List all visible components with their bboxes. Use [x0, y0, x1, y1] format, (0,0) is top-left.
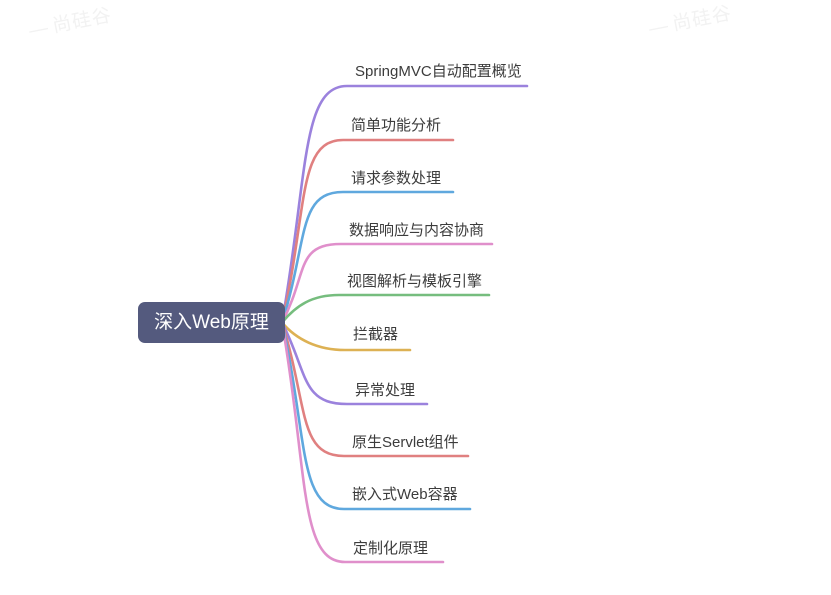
- branch-label-6[interactable]: 拦截器: [353, 326, 399, 343]
- root-node[interactable]: 深入Web原理: [138, 302, 285, 343]
- branch-connector: [280, 321, 472, 511]
- watermark-text: 尚硅谷: [670, 3, 734, 36]
- watermark-dash: —: [647, 15, 671, 40]
- branch-connector: [280, 190, 455, 324]
- branch-label-1[interactable]: SpringMVC自动配置概览: [355, 63, 522, 80]
- branch-label-7[interactable]: 异常处理: [355, 382, 416, 399]
- branch-label-8[interactable]: 原生Servlet组件: [352, 434, 459, 451]
- watermark-top-left: —尚硅谷: [26, 0, 114, 43]
- watermark-text: 尚硅谷: [50, 5, 114, 38]
- branch-label-4[interactable]: 数据响应与内容协商: [349, 222, 485, 239]
- branch-label-10[interactable]: 定制化原理: [353, 540, 429, 557]
- branch-label-3[interactable]: 请求参数处理: [351, 170, 442, 187]
- branch-label-9[interactable]: 嵌入式Web容器: [352, 486, 458, 503]
- root-node-label: 深入Web原理: [154, 312, 269, 333]
- branch-label-5[interactable]: 视图解析与模板引擎: [347, 273, 483, 290]
- watermark-dash: —: [27, 17, 51, 42]
- watermark-top-right: —尚硅谷: [646, 0, 734, 41]
- branch-connector: [280, 293, 491, 324]
- branch-label-2[interactable]: 简单功能分析: [351, 117, 442, 134]
